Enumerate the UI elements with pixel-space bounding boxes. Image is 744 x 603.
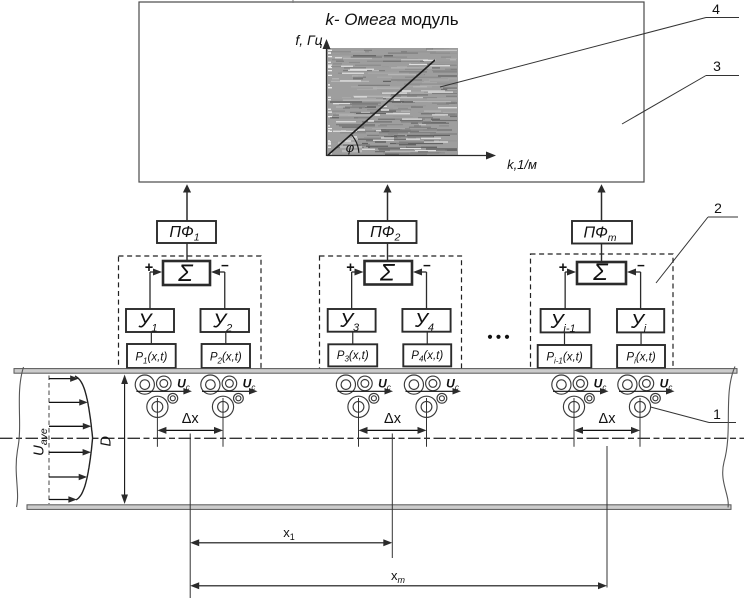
svg-text:P2(x,t): P2(x,t) (210, 352, 242, 366)
svg-text:−: − (637, 258, 645, 273)
svg-text:3: 3 (713, 58, 721, 74)
svg-text:1: 1 (713, 406, 721, 422)
svg-text:+: + (346, 260, 354, 276)
svg-text:D: D (99, 436, 115, 446)
svg-text:Uc: Uc (446, 377, 459, 393)
svg-text:−: − (221, 258, 229, 273)
svg-text:4: 4 (712, 1, 720, 17)
svg-text:Δx: Δx (599, 411, 617, 427)
svg-text:x1: x1 (283, 525, 295, 542)
svg-text:+: + (559, 260, 567, 276)
svg-text:Σ: Σ (592, 259, 609, 286)
svg-text:Uc: Uc (177, 377, 190, 393)
svg-text:k,1/м: k,1/м (507, 157, 537, 172)
svg-text:φ: φ (346, 140, 355, 155)
svg-text:ПФ1: ПФ1 (169, 224, 199, 244)
svg-text:−: − (423, 258, 431, 273)
svg-text:Pi-1(x,t): Pi-1(x,t) (546, 352, 583, 366)
svg-text:Δx: Δx (384, 411, 402, 427)
svg-text:Уi: Уi (630, 311, 647, 335)
svg-text:P1(x,t): P1(x,t) (135, 352, 167, 366)
svg-text:+: + (145, 260, 153, 276)
svg-text:Uc: Uc (243, 377, 256, 393)
svg-text:P4(x,t): P4(x,t) (411, 350, 443, 364)
svg-text:2: 2 (714, 200, 722, 216)
svg-text:Uc: Uc (594, 377, 607, 393)
svg-text:Uave: Uave (31, 428, 51, 456)
svg-text:Uc: Uc (378, 377, 391, 393)
svg-text:Σ: Σ (379, 260, 396, 287)
svg-text:f, Гц: f, Гц (295, 32, 322, 48)
svg-text:Σ: Σ (177, 260, 194, 287)
svg-text:P3(x,t): P3(x,t) (337, 350, 369, 364)
svg-text:Uc: Uc (660, 377, 673, 393)
svg-text:Δx: Δx (182, 411, 200, 427)
svg-text:xm: xm (391, 568, 406, 585)
svg-text:k- Омега модуль: k- Омега модуль (325, 10, 458, 29)
svg-text:Pi(x,t): Pi(x,t) (626, 352, 655, 366)
svg-text:ПФ2: ПФ2 (370, 224, 400, 244)
